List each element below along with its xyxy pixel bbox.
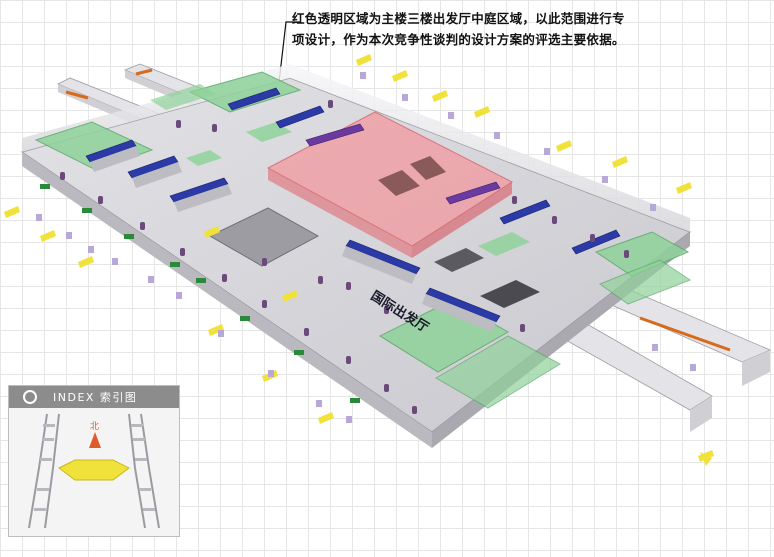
airport-logo-icon: [23, 390, 37, 404]
index-minimap: 北: [28, 413, 160, 529]
north-label: 北: [90, 421, 99, 432]
index-highlight-building: [58, 459, 130, 481]
north-arrow-icon: [89, 432, 101, 448]
green-service-blocks: [34, 71, 692, 409]
index-map-panel: INDEX 索引图 北: [8, 385, 180, 537]
checkin-counters: [85, 87, 621, 332]
light-wells: [208, 207, 540, 308]
caption: 红色透明区域为主楼三楼出发厅中庭区域，以此范围进行专 项设计，作为本次竞争性谈判…: [292, 8, 732, 50]
perimeter-columns: [60, 100, 629, 414]
atrium-highlight-zone: [266, 111, 514, 258]
index-header: INDEX 索引图: [9, 386, 179, 408]
caption-line-1: 红色透明区域为主楼三楼出发厅中庭区域，以此范围进行专: [292, 11, 625, 26]
wayfinding-signs: [4, 54, 714, 462]
caption-line-2: 项设计，作为本次竞争性谈判的设计方案的评选主要依据。: [292, 32, 625, 47]
index-title: INDEX 索引图: [53, 391, 138, 404]
exit-arrow: [700, 452, 712, 466]
